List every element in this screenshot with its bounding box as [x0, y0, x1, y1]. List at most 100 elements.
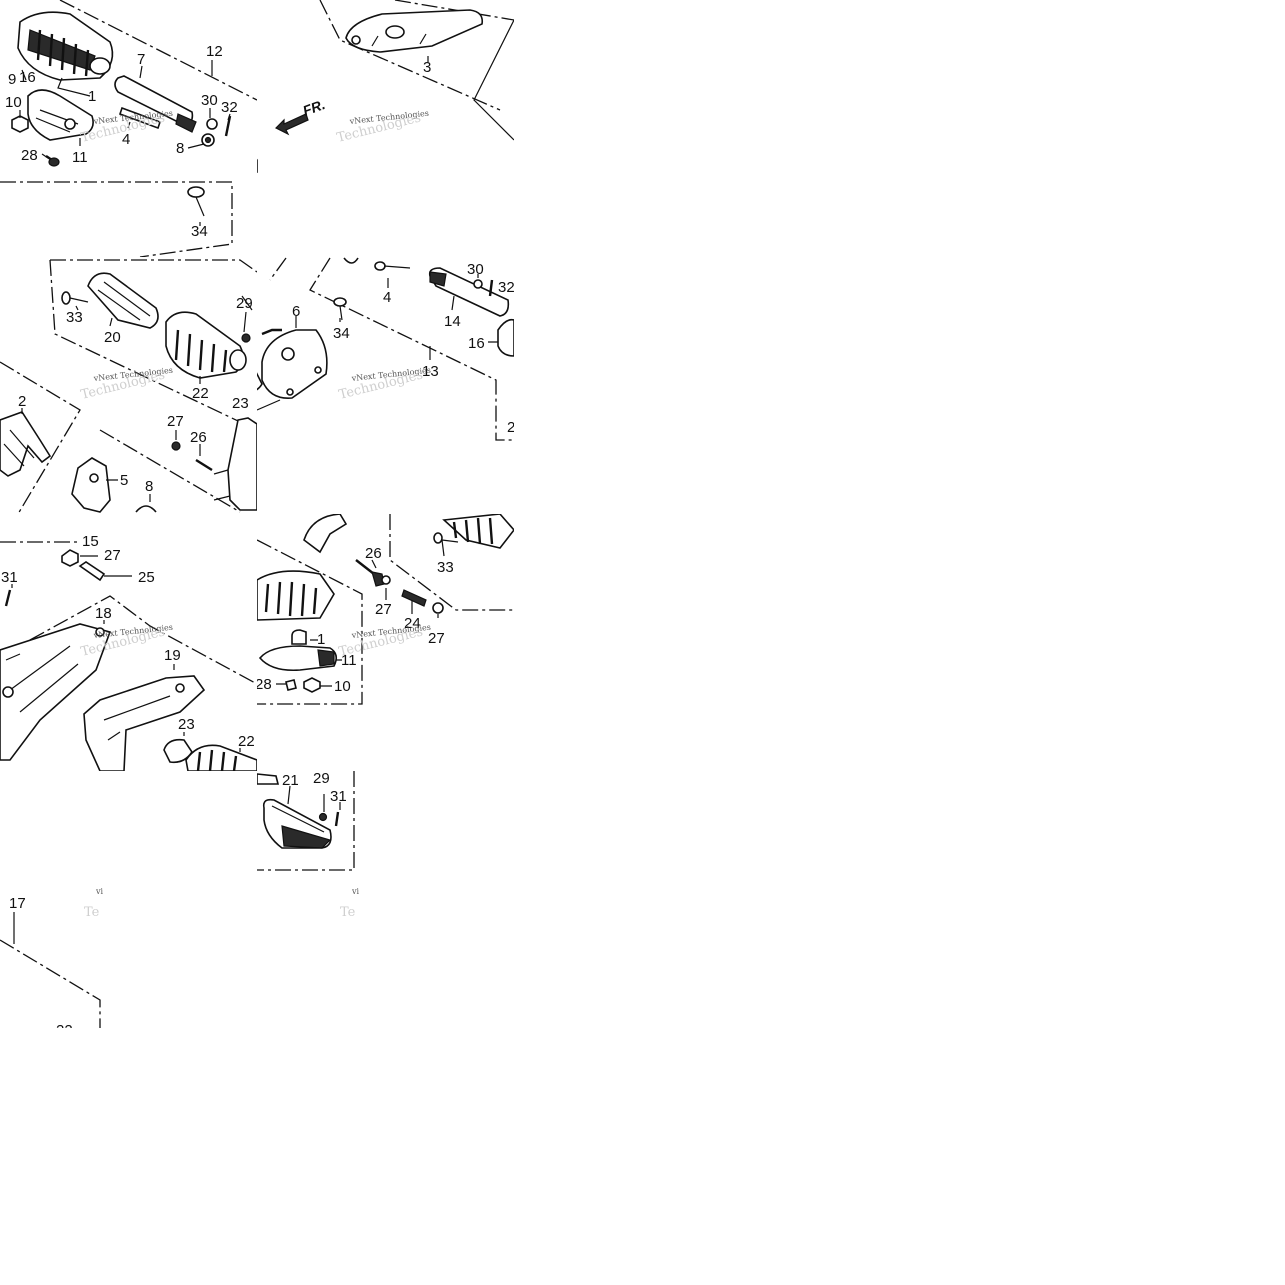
callout-27: 27	[104, 547, 121, 564]
tile-step-left-detail: 26 33 27 24 27 1 11 28 10 vNext Technolo…	[255, 514, 514, 705]
holder-19	[83, 675, 206, 771]
assembly-border	[0, 541, 257, 685]
callout-30: 30	[201, 92, 218, 109]
callout-34: 34	[333, 325, 350, 342]
callout-1: 1	[317, 631, 325, 648]
step-bar-21	[262, 798, 332, 849]
ball-29-bottom	[318, 812, 328, 822]
callout-8: 8	[176, 140, 184, 157]
callout-10: 10	[5, 94, 22, 111]
callout-23: 23	[178, 716, 195, 733]
callout-1: 1	[88, 88, 96, 105]
bolt-34-right	[333, 297, 347, 321]
pin-4	[118, 106, 162, 130]
callout-27b: 27	[428, 630, 445, 647]
pin-7	[114, 75, 197, 133]
spring-8	[201, 133, 215, 147]
callout-26: 26	[365, 545, 382, 562]
callout-22: 22	[238, 733, 255, 750]
washer-30-right	[473, 279, 483, 289]
callout-33: 33	[66, 309, 83, 326]
frame-edge	[257, 158, 258, 173]
tile-step-bar-21: 21 29 31 vi Te	[257, 770, 360, 920]
frame-post	[227, 417, 257, 511]
callout-6: 6	[292, 303, 300, 320]
callout-7: 7	[137, 51, 145, 68]
callout-31: 31	[1, 569, 18, 586]
callout-12: 12	[206, 43, 223, 60]
callout-26: 26	[190, 429, 207, 446]
pin-31-bottom	[334, 811, 340, 827]
callout-5: 5	[120, 472, 128, 489]
front-label: FR.	[301, 96, 328, 119]
callout-16: 16	[468, 335, 485, 352]
rubber-fragment	[257, 773, 280, 785]
callout-13: 13	[422, 363, 439, 380]
washer-27-b	[432, 602, 444, 614]
callout-20: 20	[104, 329, 121, 346]
watermark-stub: vi	[351, 887, 360, 896]
callout-14: 14	[444, 313, 461, 330]
callout-9: 9	[8, 71, 16, 88]
callout-19: 19	[164, 647, 181, 664]
front-arrow: FR.	[274, 96, 328, 136]
pin-31	[4, 589, 12, 607]
callout-33: 33	[437, 559, 454, 576]
cotter-pin-32	[224, 115, 232, 137]
callout-32: 32	[498, 279, 515, 296]
callout-11: 11	[72, 149, 88, 166]
callout-4: 4	[383, 289, 391, 306]
callout-16: 16	[19, 69, 36, 86]
tile-step-assembly-rear: 33 20 22 29 23 27 26 2 5 8 vNext Technol…	[0, 259, 257, 514]
callout-10: 10	[334, 678, 351, 695]
bolt-33-left	[433, 532, 459, 544]
callout-27a: 27	[375, 601, 392, 618]
assembly-border	[0, 0, 257, 257]
bracket-11	[27, 89, 94, 141]
watermark-stub: vi	[95, 887, 104, 896]
bolt-26	[195, 458, 213, 472]
callout-30: 30	[467, 261, 484, 278]
step-bar-14	[428, 267, 510, 317]
callout-29: 29	[313, 770, 330, 787]
bolt-25	[78, 561, 106, 582]
footpeg-rubber-left	[257, 570, 335, 621]
callout-32: 32	[221, 99, 238, 116]
tile-step-holders: 15 27 25 31 18 19 23 22 vNext Technologi…	[0, 533, 257, 771]
callout-24: 24	[404, 615, 421, 632]
washer-27-a	[381, 575, 391, 585]
footpeg-rubber	[17, 11, 114, 81]
ball-29	[241, 333, 251, 343]
tile-bracket-frame: 3 FR. vNext Technologies Technologies	[257, 0, 514, 173]
bolt-28-left	[285, 679, 297, 691]
callout-31: 31	[330, 788, 347, 805]
bolt-26-left	[355, 559, 385, 587]
watermark-stub-faded: Te	[84, 905, 100, 920]
callout-21: 21	[282, 772, 299, 789]
nut-10	[11, 115, 29, 133]
tile-step-pivot-right: 4 30 32 14 34 6 16 13 2 vNext Technologi…	[257, 257, 515, 441]
footpeg-rubber-22	[165, 311, 247, 379]
bracket-2	[0, 411, 52, 477]
tile-step-assembly-front: 9 16 10 1 7 12 30 32 4 8 28 11 34 vNext …	[0, 0, 257, 257]
assembly-border	[0, 939, 101, 1028]
callout-25: 25	[138, 569, 155, 586]
callout-29: 29	[236, 295, 253, 312]
callout-2: 2	[18, 393, 26, 410]
callout-11: 11	[341, 652, 357, 669]
bolt-33	[61, 291, 89, 305]
callout-34: 34	[191, 223, 208, 240]
callout-3: 3	[423, 59, 431, 76]
callout-22: 22	[192, 385, 209, 402]
bolt-34	[187, 186, 205, 217]
frame-fragment	[303, 514, 348, 554]
nut-27	[171, 441, 181, 451]
watermark-stub-faded: Te	[340, 905, 356, 920]
nut-27-left	[61, 549, 79, 567]
pin-4-right	[374, 261, 411, 271]
callout-4: 4	[122, 131, 130, 148]
callout-28: 28	[255, 676, 272, 693]
callout-2: 2	[507, 419, 515, 436]
callout-27: 27	[167, 413, 184, 430]
